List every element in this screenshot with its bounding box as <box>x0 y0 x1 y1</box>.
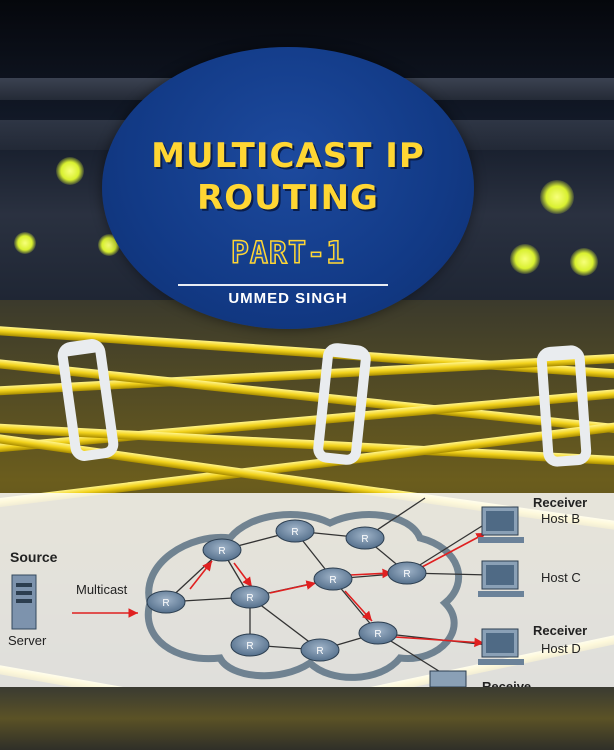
router-label: R <box>361 534 368 545</box>
host-c-label: Host C <box>541 570 581 585</box>
multicast-flow-arrows <box>72 532 487 648</box>
router-icon: R <box>275 519 315 543</box>
status-led-icon <box>14 232 36 254</box>
multicast-network-diagram: R R R R R R R R R R <box>11 497 524 687</box>
host-computer-icon <box>429 670 467 687</box>
router-label: R <box>403 569 410 580</box>
part-label: PART-1 <box>230 235 346 272</box>
routers: R R R R R R R R R R <box>146 519 427 662</box>
router-icon: R <box>146 590 186 614</box>
router-icon: R <box>300 638 340 662</box>
cables-bottom <box>0 687 614 750</box>
source-label: Source <box>10 549 58 565</box>
router-label: R <box>316 646 323 657</box>
router-label: R <box>246 641 253 652</box>
host-computer-icon <box>478 560 524 597</box>
router-icon: R <box>230 633 270 657</box>
host-d-label: Host D <box>541 641 581 656</box>
router-label: R <box>162 598 169 609</box>
cable-tie <box>535 344 593 468</box>
host-b-label: Host B <box>541 511 581 526</box>
status-led-icon <box>56 157 84 185</box>
router-label: R <box>246 593 253 604</box>
author-name: UMMED SINGH <box>228 290 348 307</box>
host-computer-icon <box>478 628 524 665</box>
server-label: Server <box>8 633 47 648</box>
router-label: R <box>218 546 225 557</box>
host-computer-icon <box>478 506 524 543</box>
network-cloud <box>144 511 463 681</box>
router-icon: R <box>313 567 353 591</box>
router-label: R <box>374 629 381 640</box>
title-line-2: ROUTING <box>197 178 379 218</box>
multicast-label: Multicast <box>76 582 128 597</box>
receiver-label: Receiver <box>533 495 588 510</box>
router-icon: R <box>230 585 270 609</box>
title-circle <box>102 47 474 329</box>
router-label: R <box>329 575 336 586</box>
router-label: R <box>291 527 298 538</box>
router-icon: R <box>387 561 427 585</box>
router-icon: R <box>202 538 242 562</box>
server-icon <box>11 574 37 630</box>
status-led-icon <box>510 244 540 274</box>
title-divider <box>178 284 388 286</box>
status-led-icon <box>540 180 574 214</box>
status-led-icon <box>570 248 598 276</box>
router-icon: R <box>358 621 398 645</box>
receiver-label: Receiver <box>533 623 588 638</box>
title-line-1: MULTICAST IP <box>151 136 425 176</box>
router-icon: R <box>345 526 385 550</box>
